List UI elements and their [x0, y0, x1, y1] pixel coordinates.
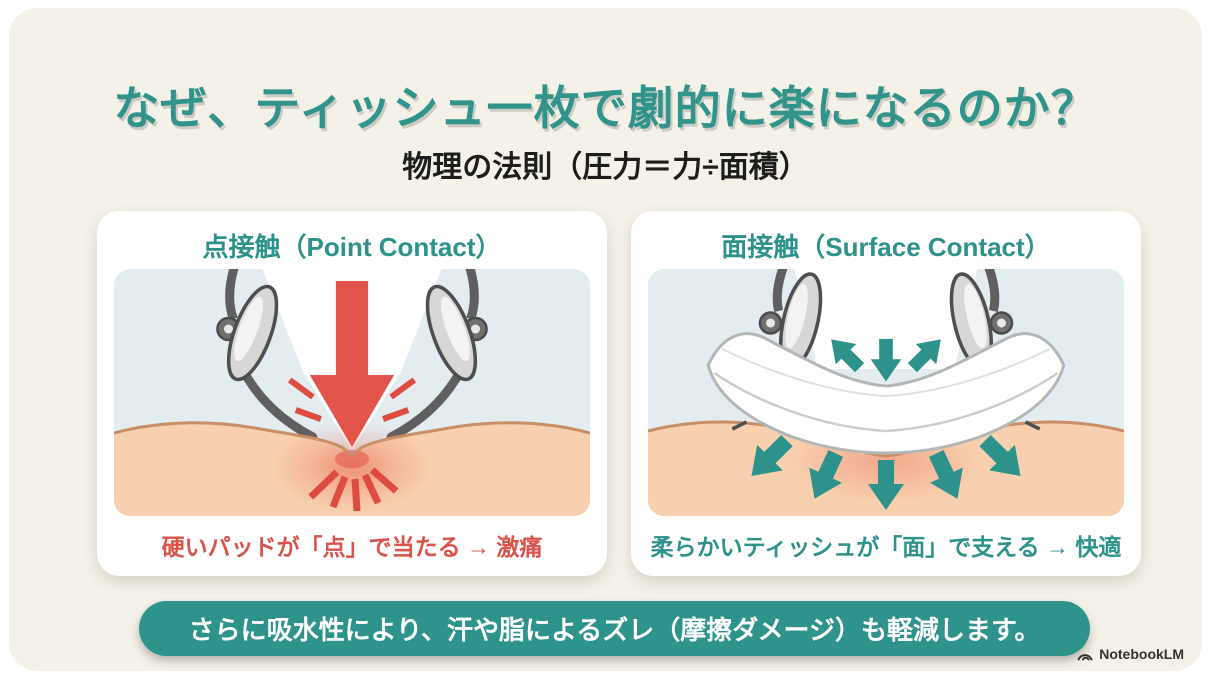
- surface-contact-caption: 柔らかいティッシュが「面」で支える → 快適: [650, 534, 1122, 560]
- surface-contact-illustration: [648, 269, 1124, 516]
- notebooklm-logo-icon: [1077, 653, 1093, 660]
- downward-pressure-arrow-icon: [309, 281, 395, 447]
- page-subtitle: 物理の法則（圧力＝力÷面積）: [402, 151, 809, 184]
- banner-text: さらに吸水性により、汗や脂によるズレ（摩擦ダメージ）も軽減します。: [188, 615, 1041, 645]
- watermark: NotebookLM: [1076, 646, 1184, 662]
- point-contact-caption: 硬いパッドが「点」で当たる → 激痛: [161, 534, 543, 560]
- comparison-cards: 点接触（Point Contact）: [97, 211, 1141, 576]
- surface-contact-drawing: [648, 269, 1124, 516]
- page-title: なぜ、ティッシュ一枚で劇的に楽になるのか？: [113, 82, 1098, 134]
- watermark-label: NotebookLM: [1099, 646, 1184, 662]
- point-contact-illustration: [114, 269, 590, 516]
- slide-background: なぜ、ティッシュ一枚で劇的に楽になるのか？ 物理の法則（圧力＝力÷面積） 点接触…: [9, 8, 1202, 671]
- point-contact-card: 点接触（Point Contact）: [97, 211, 607, 576]
- surface-contact-heading: 面接触（Surface Contact）: [721, 232, 1051, 262]
- glasses-nose-pad-right-icon: [949, 269, 1014, 370]
- tissue-icon: [706, 332, 1066, 455]
- point-contact-heading: 点接触（Point Contact）: [202, 232, 502, 262]
- surface-contact-card: 面接触（Surface Contact）: [631, 211, 1141, 576]
- glasses-nose-pad-left-icon: [758, 269, 823, 370]
- point-contact-drawing: [114, 269, 590, 516]
- absorbency-note-banner: さらに吸水性により、汗や脂によるズレ（摩擦ダメージ）も軽減します。: [139, 601, 1090, 656]
- glasses-nose-pad-right-icon: [386, 269, 488, 442]
- pain-starburst-icon: [287, 377, 417, 512]
